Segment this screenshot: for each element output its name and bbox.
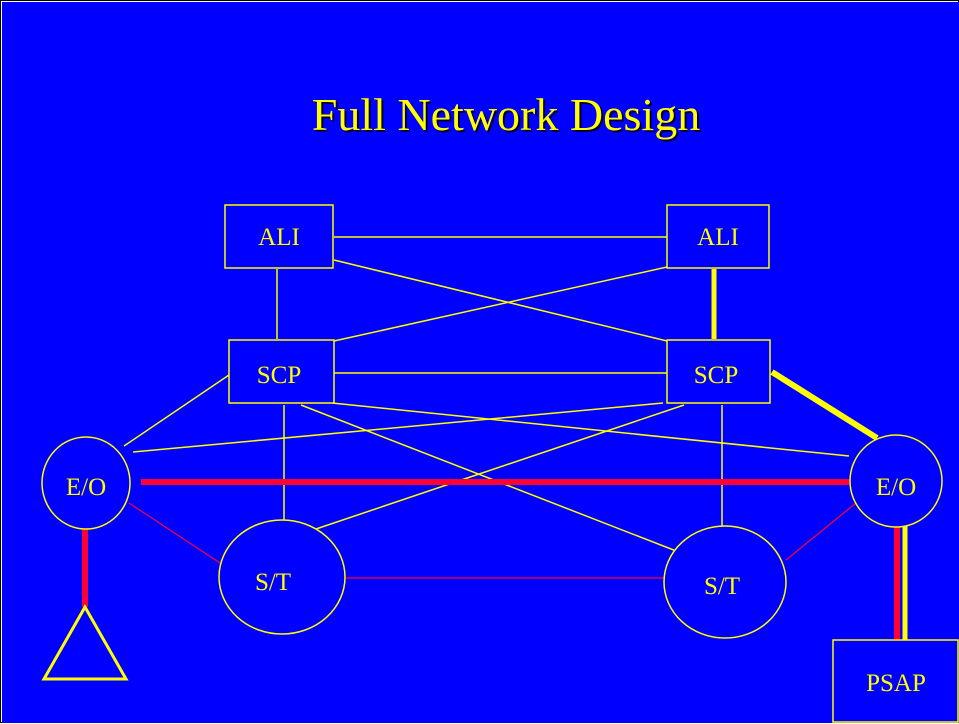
- node-scp-left: [228, 339, 335, 404]
- node-st-right: [663, 525, 787, 639]
- node-eo-right-label: E/O: [876, 474, 916, 501]
- node-scp-right: [666, 339, 771, 404]
- link-scp-left-eo-right: [331, 402, 850, 457]
- link-scp-right-eo-right-primary: [770, 369, 879, 441]
- node-ali-right-label: ALI: [697, 224, 739, 251]
- node-eo-left: [41, 436, 131, 530]
- node-ali-left-label: ALI: [258, 224, 300, 251]
- link-ali-left-scp-right: [333, 259, 668, 342]
- node-psap: [832, 639, 959, 723]
- node-st-left-label: S/T: [255, 569, 291, 596]
- node-psap-label: PSAP: [866, 670, 926, 697]
- node-st-left: [218, 519, 346, 635]
- node-scp-left-label: SCP: [257, 362, 301, 389]
- triangle-icon: [41, 603, 129, 681]
- page-title-shadow: Full Network Design: [314, 91, 702, 142]
- node-st-right-label: S/T: [704, 573, 740, 600]
- page-title: Full Network Design: [312, 89, 700, 140]
- link-ali-right-scp-left: [333, 266, 668, 342]
- link-scp-right-st-left: [315, 404, 685, 530]
- node-ali-left: [224, 204, 334, 269]
- link-eo-left-st-left: [128, 502, 221, 564]
- node-eo-right: [849, 434, 943, 528]
- node-eo-left-label: E/O: [66, 474, 106, 501]
- node-ali-right: [666, 204, 770, 269]
- link-scp-left-eo-left: [123, 374, 230, 447]
- node-scp-right-label: SCP: [694, 362, 738, 389]
- link-scp-right-eo-left: [132, 402, 664, 453]
- link-st-right-eo-right: [785, 502, 857, 561]
